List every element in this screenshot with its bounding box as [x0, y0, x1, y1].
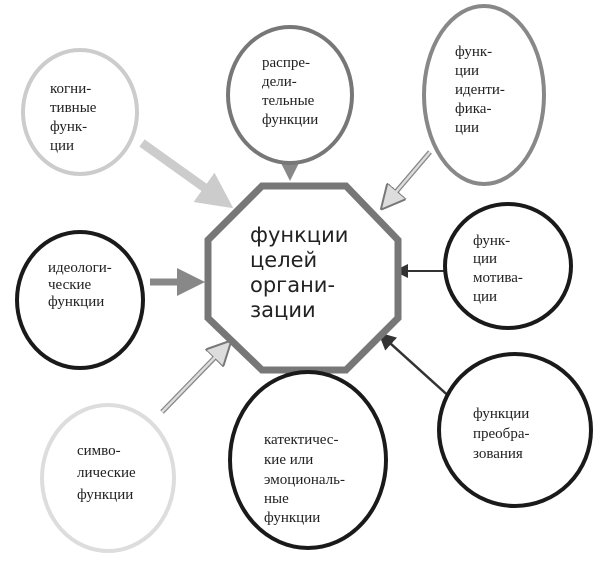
- center-label-line: органи-: [250, 273, 335, 297]
- center-label-line: функции: [250, 223, 348, 247]
- node-label-line: ции: [455, 63, 479, 79]
- arrow-identification-inner: [389, 151, 431, 200]
- center-octagon: [204, 182, 402, 374]
- node-symbolic: симво-лические функции: [40, 403, 176, 553]
- node-label-line: преобра-: [473, 426, 529, 442]
- node-label-line: функции: [264, 510, 320, 526]
- arrow-transformation: [378, 332, 454, 401]
- arrow-symbolic-inner: [161, 349, 223, 413]
- node-label-line: функ-: [455, 44, 492, 60]
- node-label-line: эмоциональ-: [264, 472, 345, 488]
- node-label-line: распре-: [262, 55, 310, 71]
- node-label-line: симво-: [77, 443, 121, 459]
- node-motivation: функ-ции мотива-ции: [443, 202, 573, 330]
- node-label-line: ческие: [48, 277, 92, 293]
- node-label-line: лические: [77, 465, 136, 481]
- node-label-line: иденти-: [455, 82, 505, 98]
- node-label-line: мотива-: [473, 270, 523, 286]
- node-ellipse: [422, 4, 546, 186]
- node-label-line: ции: [50, 138, 74, 154]
- node-cognitive: когни-тивные функ-ции: [21, 48, 139, 176]
- node-label-line: ции: [473, 289, 497, 305]
- node-label-line: функции: [262, 112, 318, 128]
- node-label-line: функции: [473, 406, 529, 422]
- node-label-line: идеологи-: [48, 260, 112, 276]
- node-label-line: тельные: [262, 93, 315, 109]
- node-label-line: зования: [473, 446, 523, 462]
- node-ellipse: [437, 352, 593, 508]
- node-label-line: катектичес-: [264, 432, 338, 448]
- node-ellipse: [15, 230, 145, 370]
- node-ellipse: [228, 370, 388, 550]
- node-label-line: ции: [473, 251, 497, 267]
- node-ellipse: [226, 25, 354, 165]
- node-ellipse: [21, 48, 139, 176]
- node-label-line: ные: [264, 491, 289, 507]
- node-ellipse: [40, 403, 176, 553]
- node-identification: функ-ции иденти-фика-ции: [422, 4, 546, 186]
- node-label-line: когни-: [50, 81, 91, 97]
- node-label-line: функции: [77, 487, 133, 503]
- node-cathectic: катектичес-кие или эмоциональ-ные функции: [228, 370, 388, 550]
- center-label-line: зации: [250, 298, 316, 322]
- node-distributive: распре-дели-тельные функции: [226, 25, 354, 165]
- node-label-line: дели-: [262, 74, 297, 90]
- node-label-line: фика-: [455, 101, 491, 117]
- node-label-line: функ-: [473, 233, 510, 249]
- node-transformation: функции преобра-зования: [437, 352, 593, 508]
- node-label-line: кие или: [264, 452, 313, 468]
- arrow-cognitive: [139, 139, 234, 209]
- node-label-line: тивные: [50, 100, 97, 116]
- node-label-line: функ-: [50, 119, 87, 135]
- node-ellipse: [443, 202, 573, 330]
- center-label-line: целей: [250, 248, 317, 272]
- node-label-line: ции: [455, 120, 479, 136]
- node-label-line: функции: [48, 294, 104, 310]
